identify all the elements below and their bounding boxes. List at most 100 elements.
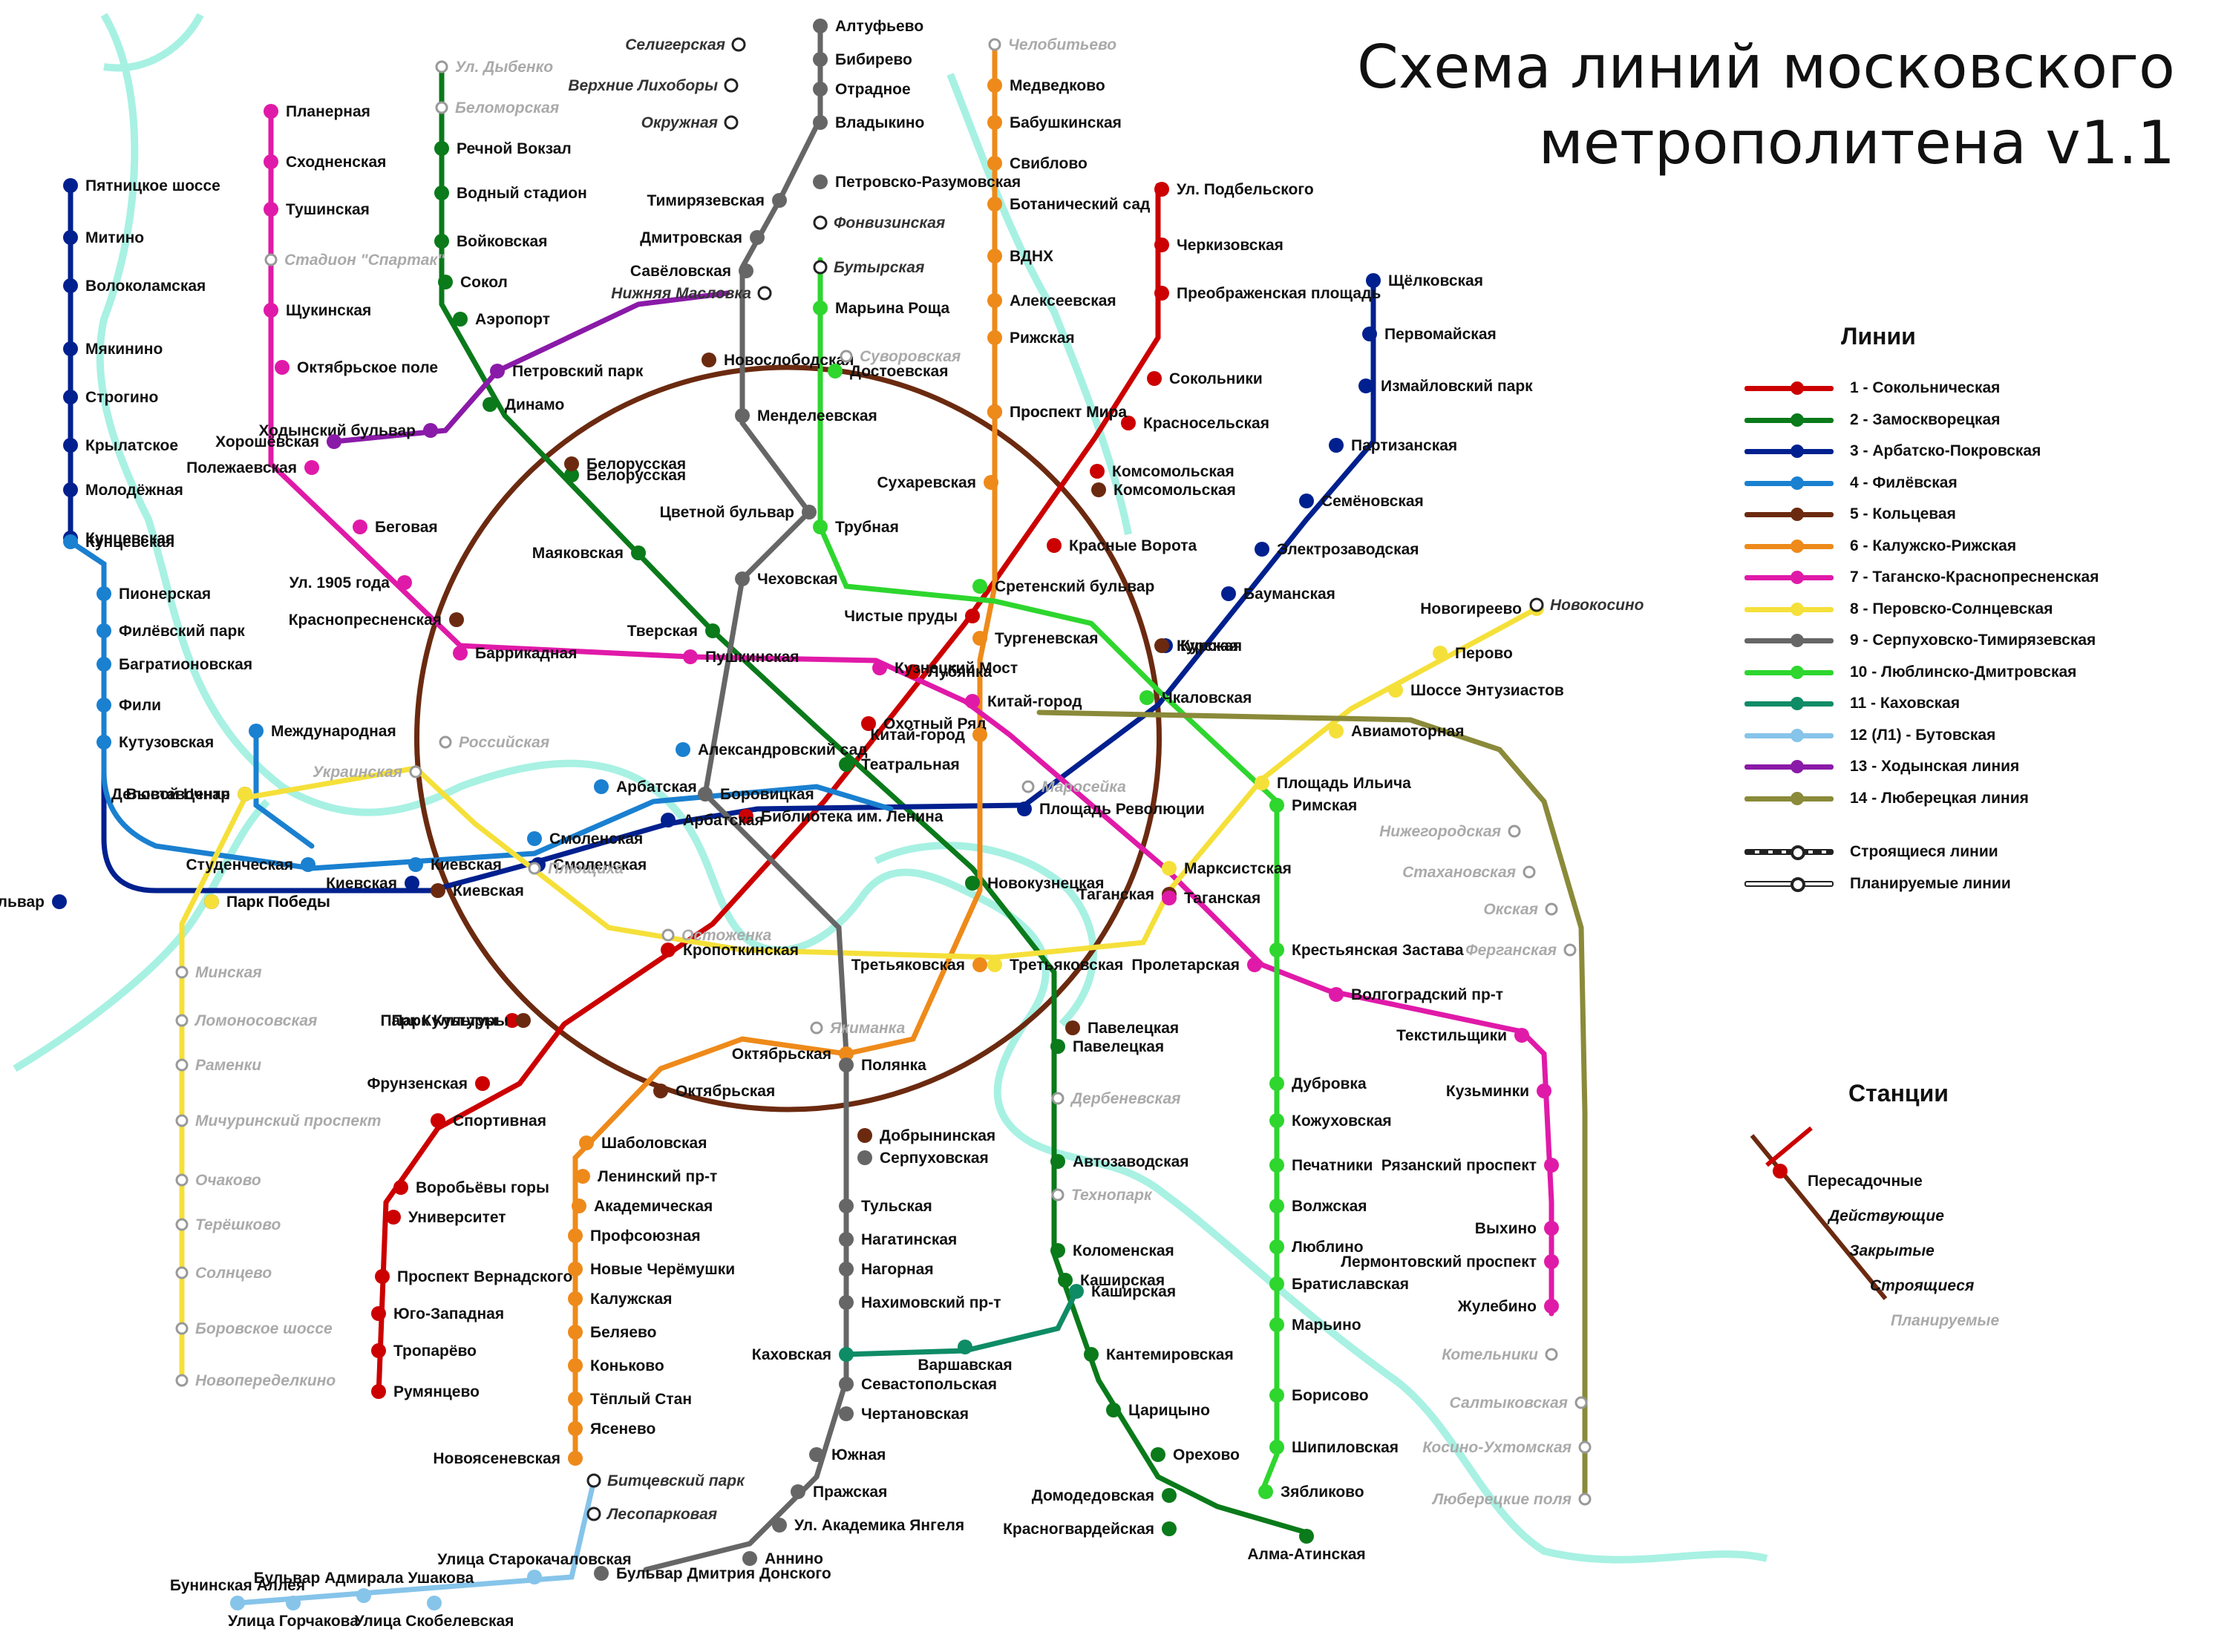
station-dot[interactable] [97, 735, 111, 750]
station-dot[interactable] [1147, 371, 1162, 386]
station-label[interactable]: Домодедовская [1032, 1487, 1154, 1504]
station-label[interactable]: Площадь Ильича [1277, 775, 1411, 792]
station-dot[interactable] [839, 1232, 854, 1247]
station-dot[interactable] [438, 275, 453, 289]
construction-station-dot[interactable] [1529, 597, 1544, 612]
station-dot[interactable] [1299, 1529, 1314, 1544]
station-label[interactable]: Дубровка [1292, 1075, 1367, 1092]
station-dot[interactable] [828, 364, 843, 378]
station-label[interactable]: Динамо [505, 396, 564, 413]
future-station-label[interactable]: Очаково [195, 1172, 261, 1189]
station-label[interactable]: Курская [1177, 637, 1238, 655]
station-dot[interactable] [1162, 1521, 1177, 1536]
station-label[interactable]: Новые Черёмушки [590, 1261, 735, 1278]
future-station-dot[interactable] [409, 765, 422, 779]
station-label[interactable]: Измайловский парк [1381, 378, 1533, 395]
station-dot[interactable] [375, 1269, 390, 1284]
station-label[interactable]: Румянцево [393, 1383, 480, 1400]
future-station-dot[interactable] [1545, 1348, 1558, 1361]
station-dot[interactable] [739, 809, 753, 824]
station-dot[interactable] [1162, 861, 1177, 876]
station-label[interactable]: Серпуховская [880, 1150, 989, 1167]
station-dot[interactable] [427, 1596, 442, 1610]
station-dot[interactable] [594, 1566, 609, 1581]
station-dot[interactable] [676, 742, 690, 757]
station-label[interactable]: Беговая [375, 519, 438, 536]
station-dot[interactable] [813, 115, 828, 130]
future-station-label[interactable]: Новопеределкино [195, 1372, 336, 1389]
station-dot[interactable] [735, 571, 750, 586]
station-label[interactable]: Алексеевская [1010, 292, 1116, 309]
station-dot[interactable] [1255, 542, 1269, 557]
station-dot[interactable] [423, 423, 438, 438]
station-dot[interactable] [987, 293, 1002, 308]
station-dot[interactable] [839, 757, 854, 772]
station-label[interactable]: Перово [1455, 645, 1513, 662]
station-label[interactable]: Таганская [1078, 886, 1154, 903]
future-station-dot[interactable] [175, 1266, 189, 1279]
station-label[interactable]: Площадь Революции [1039, 801, 1205, 818]
future-station-dot[interactable] [1523, 865, 1536, 879]
station-dot[interactable] [984, 475, 998, 490]
station-dot[interactable] [594, 779, 609, 794]
station-label[interactable]: Рижская [1010, 330, 1075, 347]
station-label[interactable]: Зябликово [1281, 1484, 1364, 1501]
station-dot[interactable] [568, 1451, 583, 1466]
station-label[interactable]: Аннино [765, 1550, 823, 1567]
station-dot[interactable] [1269, 1158, 1284, 1173]
station-label[interactable]: Тургеневская [995, 630, 1099, 647]
station-label[interactable]: Багратионовская [119, 656, 252, 673]
station-dot[interactable] [750, 230, 765, 245]
station-dot[interactable] [772, 193, 787, 208]
station-dot[interactable] [987, 197, 1002, 212]
station-label[interactable]: Третьяковская [1010, 957, 1123, 974]
future-station-label[interactable]: Остоженка [681, 927, 772, 944]
station-label[interactable]: Крылатское [85, 437, 178, 454]
station-dot[interactable] [431, 1113, 445, 1128]
station-dot[interactable] [813, 19, 828, 33]
station-label[interactable]: Митино [85, 229, 144, 246]
future-station-dot[interactable] [1021, 780, 1035, 793]
station-label[interactable]: Спортивная [453, 1112, 546, 1130]
station-dot[interactable] [1106, 1403, 1121, 1417]
station-label[interactable]: Филёвский парк [119, 623, 245, 640]
station-dot[interactable] [483, 397, 497, 412]
station-dot[interactable] [987, 156, 1002, 171]
station-label[interactable]: Электрозаводская [1277, 541, 1419, 558]
station-label[interactable]: Печатники [1292, 1157, 1373, 1174]
future-station-dot[interactable] [528, 862, 541, 875]
station-label[interactable]: Отрадное [835, 81, 911, 98]
station-label[interactable]: Волжская [1292, 1198, 1367, 1215]
future-station-dot[interactable] [810, 1021, 823, 1035]
station-dot[interactable] [434, 186, 449, 200]
construction-station-dot[interactable] [757, 286, 772, 301]
station-label[interactable]: Бауманская [1243, 586, 1335, 603]
station-label[interactable]: Библиотека им. Ленина [761, 808, 944, 825]
station-label[interactable]: Курская [1180, 637, 1242, 655]
station-dot[interactable] [1329, 987, 1344, 1002]
station-dot[interactable] [527, 1570, 542, 1584]
station-label[interactable]: Новокузнецкая [987, 875, 1105, 892]
station-label[interactable]: Краснопресненская [289, 612, 442, 629]
station-label[interactable]: Савёловская [630, 263, 731, 280]
station-dot[interactable] [1017, 802, 1032, 816]
station-label[interactable]: Бибирево [835, 51, 912, 68]
station-label[interactable]: Красные Ворота [1069, 537, 1197, 554]
station-dot[interactable] [987, 78, 1002, 93]
station-label[interactable]: Охотный Ряд [883, 715, 987, 732]
station-dot[interactable] [434, 234, 449, 249]
station-dot[interactable] [1269, 1113, 1284, 1128]
station-label[interactable]: Фили [119, 697, 161, 714]
station-dot[interactable] [1258, 1484, 1273, 1499]
station-dot[interactable] [516, 1013, 531, 1028]
station-label[interactable]: Автозаводская [1073, 1153, 1189, 1170]
station-dot[interactable] [1050, 1154, 1065, 1169]
station-dot[interactable] [702, 353, 716, 367]
station-dot[interactable] [1269, 1388, 1284, 1403]
station-dot[interactable] [972, 727, 987, 742]
station-label[interactable]: Красносельская [1143, 415, 1269, 432]
station-dot[interactable] [1084, 1347, 1099, 1362]
station-dot[interactable] [356, 1588, 371, 1603]
future-station-label[interactable]: Раменки [195, 1057, 261, 1074]
station-label[interactable]: Красногвардейская [1003, 1521, 1154, 1538]
